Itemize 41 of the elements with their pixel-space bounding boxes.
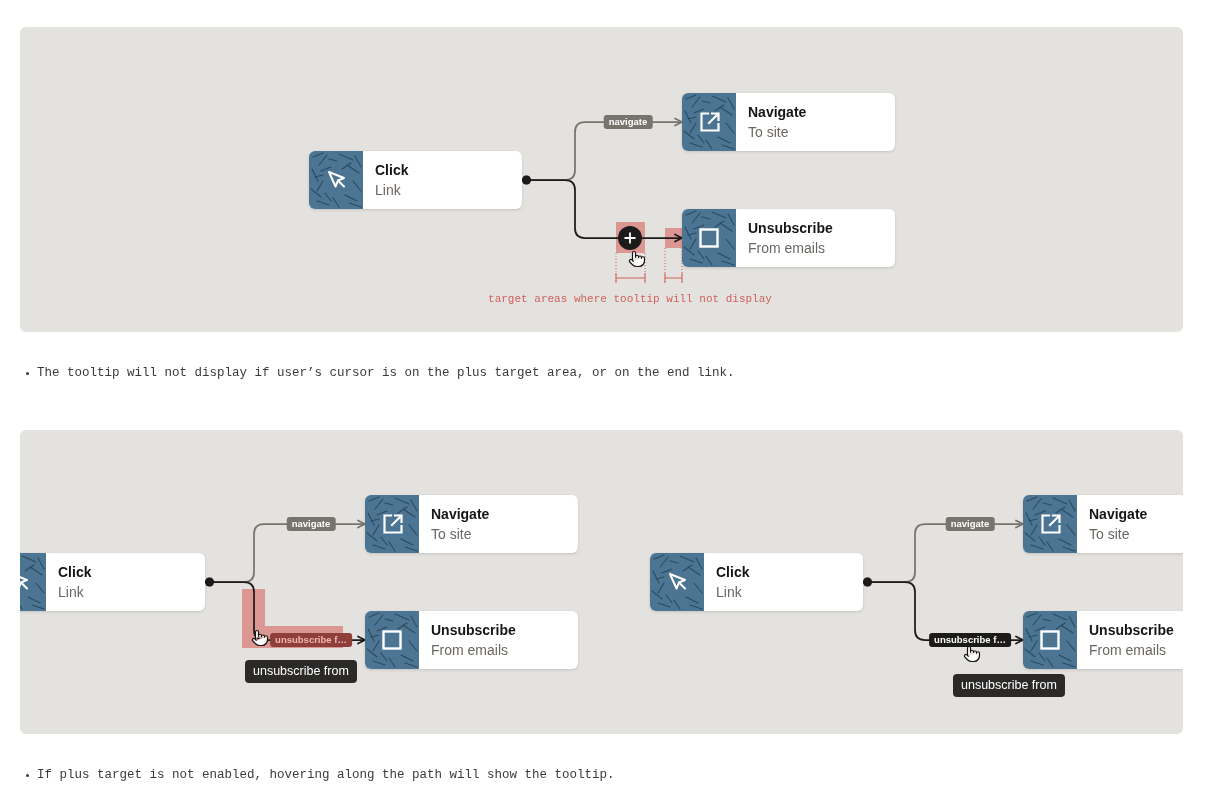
node-title: Navigate bbox=[748, 103, 807, 122]
edge-label: navigate bbox=[945, 517, 995, 531]
arrow bbox=[641, 233, 683, 243]
node-subtitle: From emails bbox=[1089, 641, 1167, 660]
diagram-panel bbox=[20, 430, 1183, 734]
node-card bbox=[682, 93, 895, 151]
node-card bbox=[1023, 495, 1183, 553]
node-title: Unsubscribe bbox=[431, 621, 516, 640]
node-subtitle: From emails bbox=[431, 641, 509, 660]
edge-label: navigate bbox=[286, 517, 336, 531]
node-subtitle: To site bbox=[431, 525, 473, 544]
connector-line bbox=[521, 175, 619, 239]
node-subtitle: Link bbox=[375, 181, 402, 200]
node-subtitle: To site bbox=[748, 123, 790, 142]
node-title: Navigate bbox=[1089, 505, 1148, 524]
node-title: Click bbox=[58, 563, 92, 582]
node-card bbox=[365, 495, 578, 553]
note-text: If plus target is not enabled, hovering along the path will show the tooltip. bbox=[37, 767, 615, 783]
node-card bbox=[365, 611, 578, 669]
node-subtitle: From emails bbox=[748, 239, 826, 258]
node-title: Click bbox=[375, 161, 409, 180]
node-card bbox=[309, 151, 522, 209]
annotation-text: target areas where tooltip will not display bbox=[488, 292, 772, 307]
node-card bbox=[1023, 611, 1183, 669]
tooltip: unsubscribe from bbox=[953, 674, 1065, 697]
node-subtitle: To site bbox=[1089, 525, 1131, 544]
note-text: The tooltip will not display if user’s cursor is on the plus target area, or on the end link. bbox=[37, 365, 735, 381]
node-subtitle: Link bbox=[58, 583, 85, 602]
edge-label: unsubscribe f… bbox=[270, 633, 352, 647]
node-card bbox=[20, 553, 205, 611]
node-title: Navigate bbox=[431, 505, 490, 524]
diagram-panel bbox=[20, 27, 1183, 332]
node-subtitle: Link bbox=[716, 583, 743, 602]
node-title: Unsubscribe bbox=[1089, 621, 1174, 640]
edge-label: navigate bbox=[603, 115, 653, 129]
node-title: Click bbox=[716, 563, 750, 582]
edge-label: unsubscribe f… bbox=[929, 633, 1011, 647]
node-card bbox=[682, 209, 895, 267]
tooltip: unsubscribe from bbox=[245, 660, 357, 683]
node-title: Unsubscribe bbox=[748, 219, 833, 238]
node-card bbox=[650, 553, 863, 611]
